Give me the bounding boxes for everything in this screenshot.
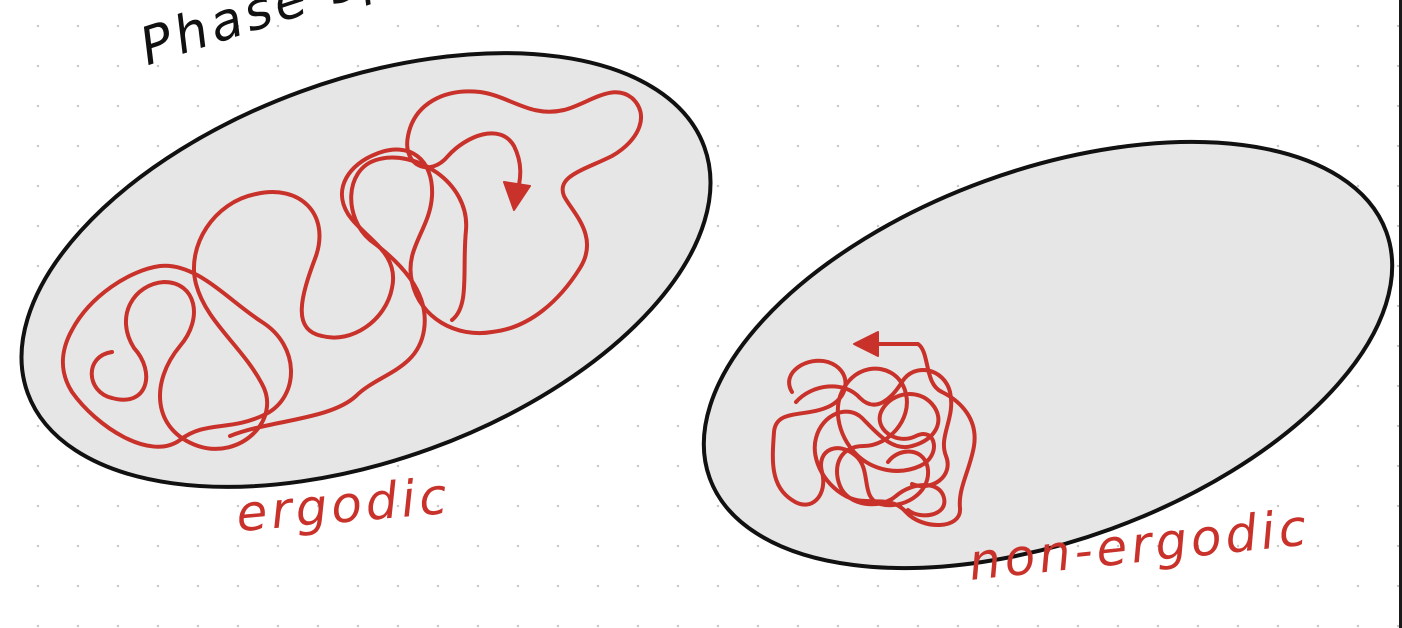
non-ergodic-trajectory-loop-2 — [770, 358, 931, 508]
phase-space-region-ergodic — [19, 51, 713, 489]
canvas-right-border — [1399, 0, 1402, 628]
ergodic-arrow-head — [503, 181, 531, 211]
ergodic-trajectory-loop-3 — [228, 155, 469, 438]
phase-space-region-non-ergodic — [701, 139, 1395, 571]
non-ergodic-arrow-head — [853, 331, 879, 357]
non-ergodic-trajectory — [812, 342, 977, 527]
ergodic-trajectory — [89, 89, 643, 451]
ergodic-trajectory-loop-2 — [60, 263, 293, 449]
non-ergodic-trajectory-loop-3 — [794, 368, 954, 488]
